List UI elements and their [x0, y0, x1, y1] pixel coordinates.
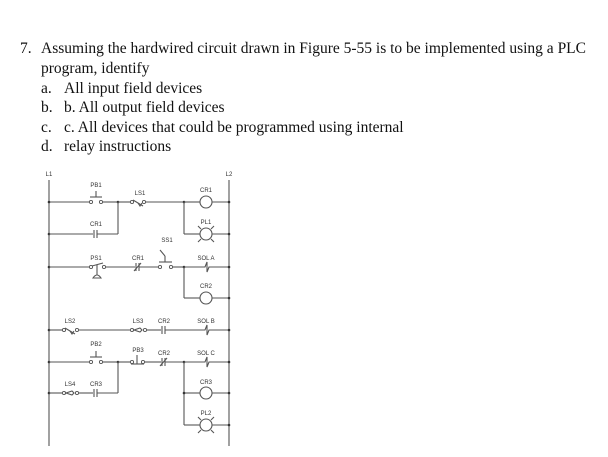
item-a-text: All input field devices — [64, 80, 203, 97]
item-c-text: c. All devices that could be programmed … — [64, 119, 404, 136]
question-text-line2: program, identify — [41, 60, 150, 77]
sol-c-icon — [202, 356, 212, 368]
cr1-coil-icon — [199, 195, 213, 209]
ls1-label: LS1 — [134, 191, 146, 197]
cr3-coil-label: CR3 — [199, 380, 213, 386]
sol-c-label: SOL C — [197, 351, 215, 357]
ps1-label: PS1 — [90, 256, 102, 262]
cr2-coil-label: CR2 — [199, 284, 213, 290]
ls1-icon — [129, 199, 135, 205]
item-b-marker: b. — [41, 99, 53, 116]
ss1-label: SS1 — [161, 238, 173, 244]
pb2-label: PB2 — [90, 342, 102, 348]
pb3-label: PB3 — [132, 348, 144, 354]
cr2-nc-label: CR2 — [157, 351, 171, 357]
sol-b-label: SOL B — [197, 319, 215, 325]
pb1-label: PB1 — [90, 183, 102, 189]
item-a-marker: a. — [41, 80, 52, 97]
sol-a-label: SOL A — [197, 256, 215, 262]
ls2-icon — [61, 327, 67, 333]
question-text-line1: Assuming the hardwired circuit drawn in … — [41, 40, 586, 57]
ls4-label: LS4 — [64, 382, 76, 388]
item-d-text: relay instructions — [64, 138, 172, 155]
sol-b-icon — [202, 324, 212, 336]
ss1-icon — [157, 264, 163, 270]
l1-label: L1 — [45, 172, 53, 178]
item-b-text: b. All output field devices — [64, 99, 225, 116]
sol-a-icon — [202, 261, 212, 273]
item-d-marker: d. — [41, 138, 53, 155]
pl1-label: PL1 — [200, 220, 212, 226]
pb3-icon — [129, 359, 135, 365]
l2-label: L2 — [225, 172, 233, 178]
cr1-contact-label: CR1 — [89, 222, 103, 228]
pl1-lamp-icon — [199, 227, 213, 241]
cr2-no-label: CR2 — [157, 319, 171, 325]
pl2-label: PL2 — [200, 411, 212, 417]
ls2-label: LS2 — [64, 319, 76, 325]
ps1-icon — [88, 264, 94, 270]
cr2-coil-icon — [199, 291, 213, 305]
cr1-nc-label: CR1 — [131, 256, 145, 262]
cr3-coil-icon — [199, 386, 213, 400]
pl2-lamp-icon — [199, 418, 213, 432]
item-c-marker: c. — [41, 119, 52, 136]
ls3-label: LS3 — [132, 319, 144, 325]
question-number: 7. — [20, 40, 32, 57]
cr1-coil-label: CR1 — [199, 188, 213, 194]
cr3-contact-label: CR3 — [89, 382, 103, 388]
